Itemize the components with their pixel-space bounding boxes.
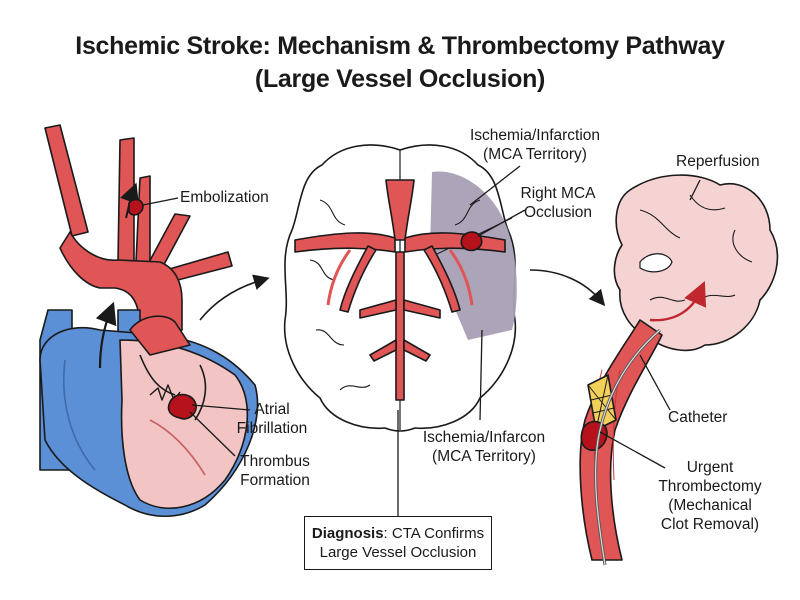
- carotid-artery: [44, 124, 89, 237]
- brain-axial-illustration: [283, 144, 517, 432]
- label-urgent-thrombectomy: Urgent Thrombectomy (Mechanical Clot Rem…: [658, 459, 762, 533]
- brain-sagittal-illustration: [579, 174, 779, 566]
- label-reperfusion: Reperfusion: [676, 153, 760, 170]
- label-ischemia-bottom: Ischemia/Infarcon (MCA Territory): [422, 429, 546, 465]
- label-catheter: Catheter: [668, 409, 728, 426]
- diagram-title: Ischemic Stroke: Mechanism & Thrombectom…: [75, 32, 725, 60]
- label-embolization: Embolization: [180, 189, 269, 206]
- clot-icon: [128, 198, 144, 216]
- ventricle: [639, 253, 673, 273]
- left-heart-chambers: [119, 339, 249, 509]
- reperfusion-arrow: [649, 281, 707, 322]
- pulmonary-artery: [129, 315, 191, 356]
- basilar-artery: [395, 251, 405, 401]
- curved-arrow-icon: [529, 269, 606, 307]
- diagram-subtitle: (Large Vessel Occlusion): [254, 65, 546, 93]
- heart-illustration: [39, 124, 259, 518]
- brain-outline: [613, 174, 779, 352]
- clot-icon: [167, 393, 197, 420]
- diagnosis-box: Diagnosis: CTA Confirms Large Vessel Occ…: [304, 516, 492, 570]
- curved-arrow-icon: [199, 274, 270, 321]
- stent-retriever-icon: [587, 374, 617, 431]
- diagnosis-prefix: Diagnosis: [311, 525, 384, 542]
- label-atrial-fibrillation: Atrial Fibrillation: [236, 401, 308, 437]
- label-ischemia-top: Ischemia/Infarction (MCA Territory): [469, 127, 601, 163]
- clot-icon: [460, 231, 483, 252]
- label-right-mca-occlusion: Right MCA Occlusion: [520, 185, 596, 221]
- diagnosis-text: : CTA Confirms: [383, 525, 485, 542]
- label-thrombus-formation: Thrombus Formation: [240, 453, 310, 489]
- diagnosis-text-line2: Large Vessel Occlusion: [319, 544, 477, 561]
- carotid-artery: [135, 175, 151, 263]
